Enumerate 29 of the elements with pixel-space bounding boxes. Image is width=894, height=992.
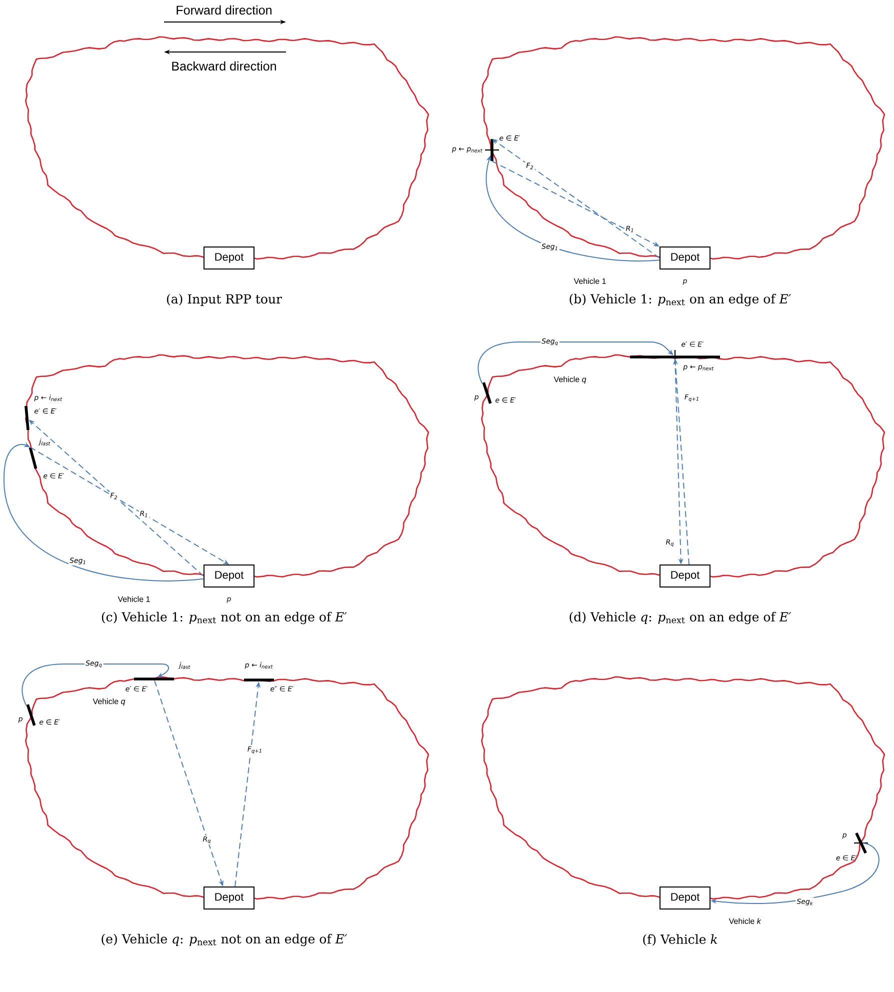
panel-caption: (c) Vehicle 1: p$_{next}$ not on an edge of E′ (102, 612, 347, 624)
depot-box: Depot (660, 564, 710, 588)
highlighted-edge (244, 678, 274, 682)
panel-caption: (a) Input RPP tour (167, 294, 282, 306)
highlighted-edge (28, 447, 38, 469)
route-label: Vehicle 1 (574, 278, 606, 284)
depot-box: Depot (660, 246, 710, 270)
panel-caption: (d) Vehicle q: p$_{next}$ on an edge of E′ (570, 612, 792, 624)
arrow (4, 442, 204, 582)
highlighted-edge (854, 832, 868, 854)
arrow (22, 664, 170, 706)
depot-box: Depot (204, 246, 254, 270)
depot-box: Depot (660, 886, 710, 910)
direction-label: Forward direction (176, 5, 272, 15)
panel-caption: (f) Vehicle k (643, 934, 718, 946)
highlighted-edge (134, 678, 174, 680)
route-label: Vehicle q (92, 698, 126, 706)
route-label: Vehicle 1 (118, 596, 150, 602)
panel-caption: (e) Vehicle q: p$_{next}$ not on an edge of E′ (102, 934, 348, 946)
depot-box: Depot (204, 886, 254, 910)
depot-box: Depot (204, 564, 254, 588)
highlighted-edge (482, 382, 492, 404)
route-label: Vehicle q (554, 376, 586, 384)
highlighted-edge (485, 139, 499, 161)
route-label: Vehicle k (728, 918, 762, 924)
highlighted-edge (26, 704, 36, 726)
direction-label: Backward direction (172, 61, 276, 71)
highlighted-edge (24, 406, 30, 430)
panel-caption: (b) Vehicle 1: p$_{next}$ on an edge of E′ (570, 294, 792, 306)
